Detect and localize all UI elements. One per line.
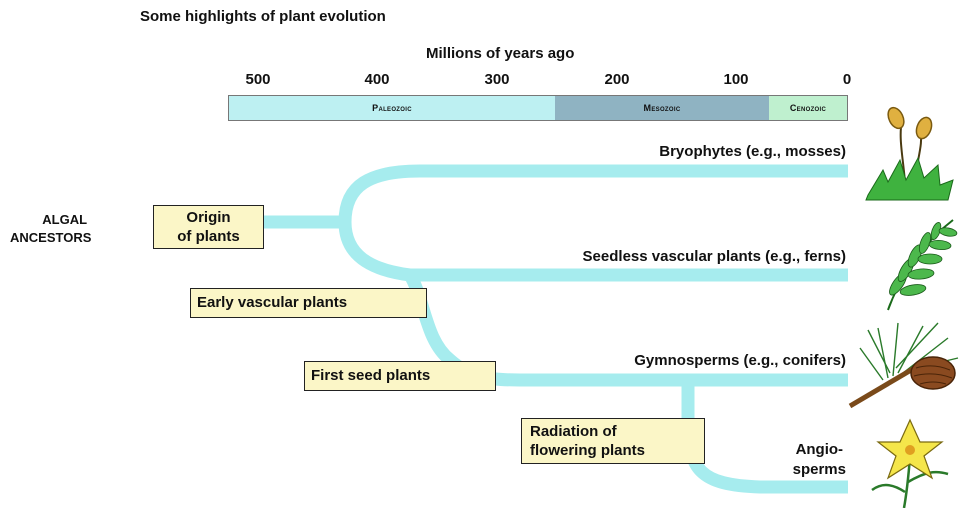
branch-vascular-stem: [345, 222, 410, 275]
event-early-vascular: Early vascular plants: [190, 288, 427, 318]
fern-icon: [858, 212, 966, 312]
ancestor-label: Algal Ancestors: [38, 211, 91, 247]
lineage-angiosperms-line1: Angio-: [793, 440, 846, 460]
lineage-seedless-vascular: Seedless vascular plants (e.g., ferns): [583, 248, 846, 265]
ancestor-label-line1: Algal: [38, 211, 91, 229]
lineage-angiosperms: Angio- sperms: [793, 440, 846, 480]
event-radiation-flowering: Radiation of flowering plants: [521, 418, 705, 464]
lineage-gymnosperms: Gymnosperms (e.g., conifers): [634, 352, 846, 369]
event-origin-of-plants: Origin of plants: [153, 205, 264, 249]
event-origin-line2: of plants: [160, 227, 257, 246]
event-first-seed: First seed plants: [304, 361, 496, 391]
conifer-icon: [848, 318, 966, 410]
moss-icon: [858, 100, 958, 205]
event-radiation-line1: Radiation of: [530, 422, 696, 441]
event-origin-line1: Origin: [160, 208, 257, 227]
lineage-angiosperms-line2: sperms: [793, 460, 846, 480]
branch-bryophytes: [345, 171, 848, 222]
event-radiation-line2: flowering plants: [530, 441, 696, 460]
lineage-bryophytes: Bryophytes (e.g., mosses): [659, 143, 846, 160]
flower-icon: [860, 412, 960, 508]
ancestor-label-line2: Ancestors: [10, 229, 91, 247]
